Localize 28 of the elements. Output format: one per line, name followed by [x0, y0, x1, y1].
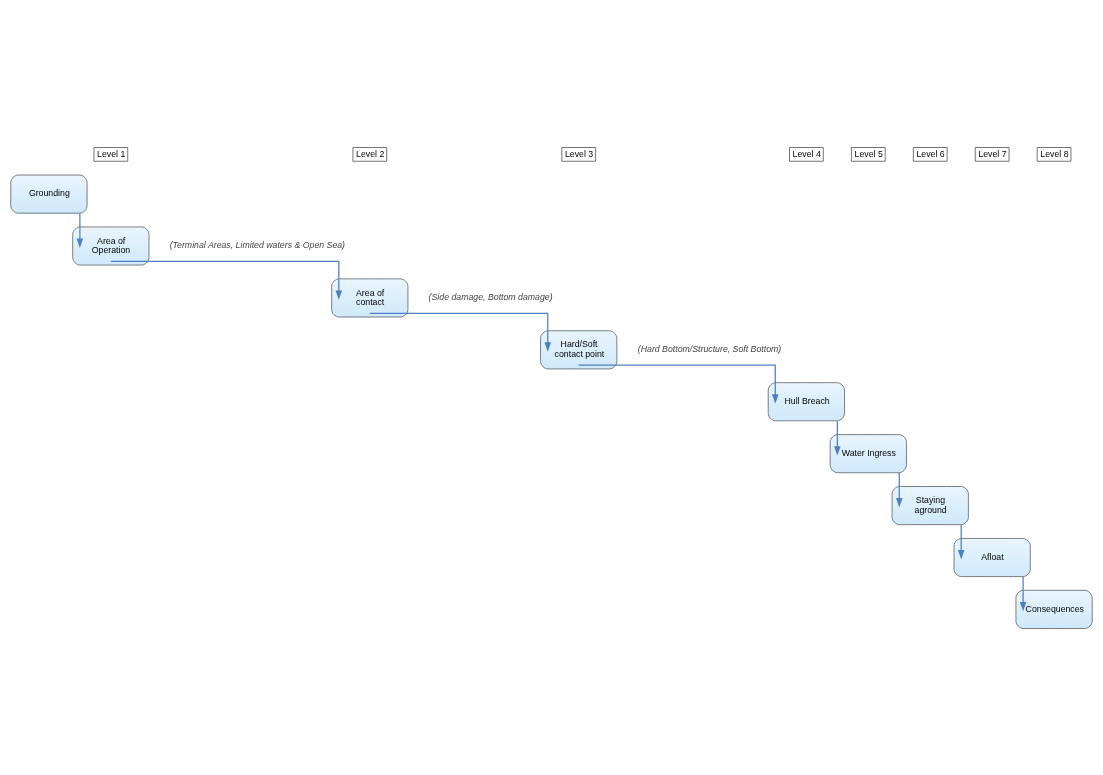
node-label: (Terminal Areas, Limited waters & Open Sea): [169, 239, 346, 250]
arrow: [895, 471, 903, 507]
node-box: Level 7: [974, 146, 1010, 162]
node-label: (Hard Bottom/Structure, Soft Bottom): [637, 343, 782, 354]
node-box: Level 2: [352, 146, 387, 162]
arrow: [578, 364, 779, 404]
node-box: Level 4: [789, 146, 824, 162]
node-label: (Side damage, Bottom damage): [428, 291, 553, 302]
node-box: Grounding: [10, 174, 88, 213]
arrow: [957, 523, 965, 559]
node-box: Level 3: [561, 146, 596, 162]
node-box: Level 6: [913, 146, 948, 162]
arrow: [369, 312, 552, 352]
node-box: Consequences: [1015, 589, 1093, 629]
node-box: Afloat: [953, 537, 1031, 577]
node-box: Water Ingress: [829, 433, 907, 473]
node-box: Hull Breach: [767, 381, 845, 421]
node-box: Staying aground: [891, 485, 969, 525]
node-box: Area of contact: [331, 278, 409, 317]
node-box: Area of Operation: [72, 226, 150, 265]
node-box: Level 5: [851, 146, 886, 162]
node-box: Hard/Soft contact point: [540, 329, 618, 369]
arrow: [1019, 575, 1027, 611]
arrow: [76, 212, 84, 248]
node-box: Level 1: [93, 146, 129, 162]
node-box: Level 8: [1036, 146, 1072, 162]
arrow: [834, 420, 841, 456]
arrow: [110, 260, 343, 300]
